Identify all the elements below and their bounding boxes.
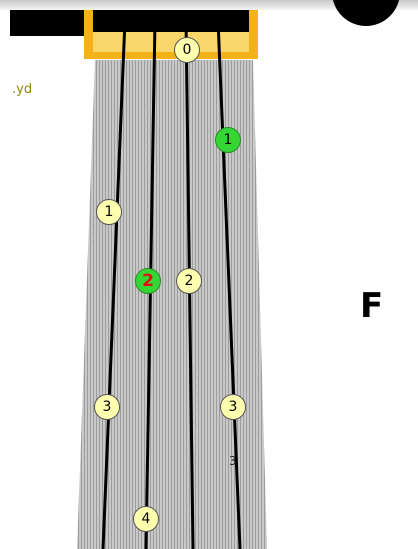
finger-marker[interactable]: 3	[220, 394, 246, 420]
window-top-edge	[0, 0, 418, 10]
stray-digit: 3	[229, 454, 237, 468]
finger-marker[interactable]: 1	[96, 199, 122, 225]
marker-label: 1	[104, 204, 114, 220]
dark-header-strip	[10, 10, 86, 36]
chord-name: F	[360, 286, 384, 326]
finger-marker-root[interactable]: 2	[135, 268, 161, 294]
finger-marker[interactable]: 2	[176, 268, 202, 294]
side-text: .yd	[12, 82, 33, 97]
marker-label: 0	[182, 42, 192, 58]
marker-label: 3	[102, 399, 112, 415]
string-4	[216, 19, 242, 549]
marker-label: 2	[142, 271, 154, 291]
finger-marker[interactable]: 3	[94, 394, 120, 420]
finger-marker-open[interactable]: 0	[174, 37, 200, 63]
marker-label: 3	[228, 399, 238, 415]
marker-label: 4	[141, 511, 151, 527]
marker-label: 1	[223, 132, 233, 148]
marker-label: 2	[184, 273, 194, 289]
fretboard-neck	[77, 60, 267, 549]
finger-marker[interactable]: 4	[133, 506, 159, 532]
finger-marker-green[interactable]: 1	[215, 127, 241, 153]
string-1	[101, 19, 127, 549]
nut-top-bar	[93, 10, 249, 32]
